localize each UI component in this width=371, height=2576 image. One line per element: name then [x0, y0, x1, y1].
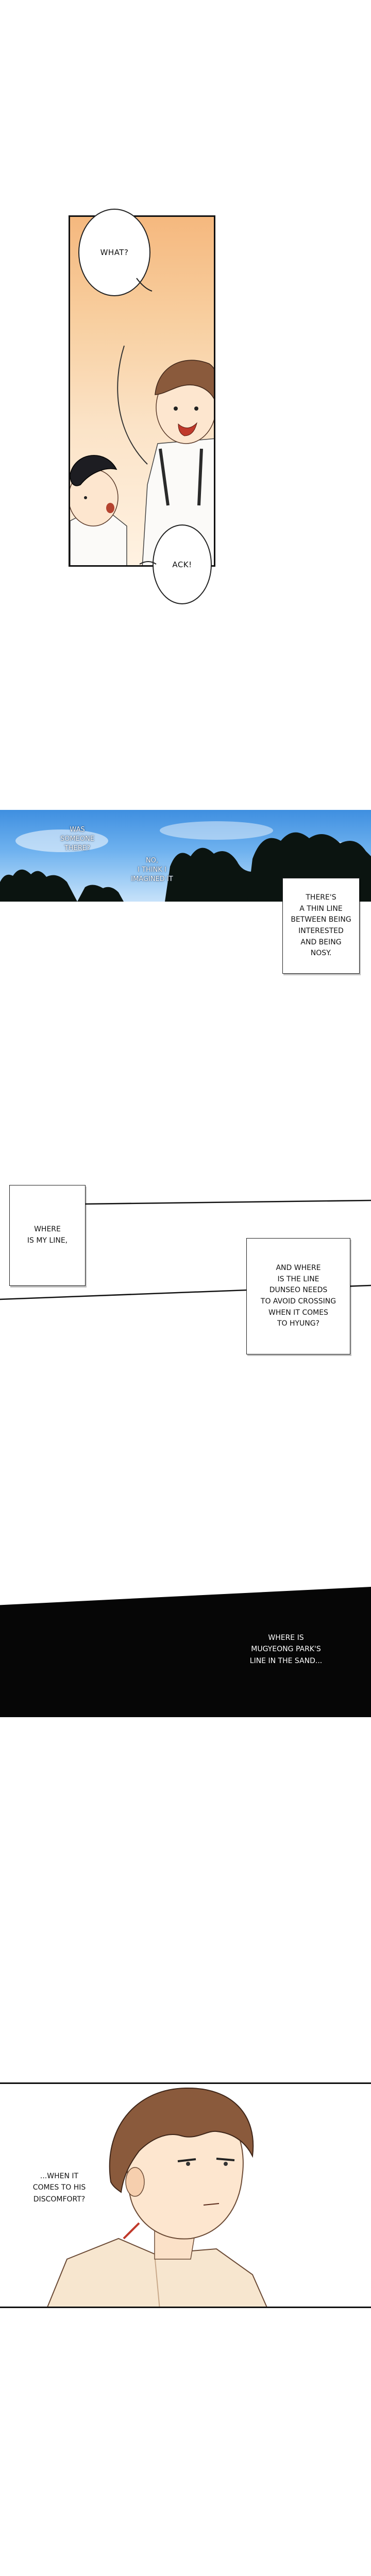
caption-thin-line-4: AND BEING: [300, 938, 342, 946]
caption-dunseo-0: AND WHERE: [276, 1263, 321, 1272]
caption-thin-line-2: BETWEEN BEING: [291, 916, 351, 924]
caption-discomfort: ...WHEN IT COMES TO HIS DISCOMFORT?: [21, 2171, 98, 2205]
caption-dunseo-5: TO HYUNG?: [277, 1319, 320, 1328]
panel-discomfort: ...WHEN IT COMES TO HIS DISCOMFORT?: [0, 2082, 371, 2308]
caption-thin-line-5: NOSY.: [310, 949, 332, 958]
character-closeup-illustration: [47, 2087, 267, 2307]
caption-dunseo-4: WHEN IT COMES: [268, 1308, 328, 1317]
bubble-tail: [139, 561, 157, 565]
speech-bubble-ack: ACK!: [153, 524, 212, 604]
speech-bubble-ack-text: ACK!: [172, 560, 192, 569]
discomfort-text-1: COMES TO HIS: [32, 2183, 86, 2192]
sky-line2-1: I THINK I: [138, 866, 166, 874]
character-dark-hair-boy: [70, 455, 127, 565]
speech-bubble-what: WHAT?: [78, 209, 150, 296]
sky-line-was-someone-there: WAS SOMEONE THERE?: [52, 825, 103, 854]
caption-dunseo-line: AND WHERE IS THE LINE DUNSEO NEEDS TO AV…: [246, 1238, 350, 1354]
dark-text-1: MUGYEONG PARK'S: [251, 1645, 321, 1654]
black-band-panel: [0, 1587, 371, 1717]
panel-what-illustration: [70, 345, 214, 565]
caption-dunseo-2: DUNSEO NEEDS: [269, 1286, 328, 1295]
character-tall-boy: [142, 360, 214, 565]
caption-dunseo-3: TO AVOID CROSSING: [260, 1297, 336, 1306]
dark-text-0: WHERE IS: [268, 1634, 304, 1642]
sky-line1-2: THERE?: [64, 844, 91, 853]
bubble-tail: [136, 278, 153, 292]
caption-where-1: IS MY LINE,: [27, 1236, 68, 1245]
dark-caption-sand: WHERE IS MUGYEONG PARK'S LINE IN THE SAN…: [229, 1632, 343, 1667]
sky-line2-2: IMAGINED IT: [131, 875, 173, 884]
speech-bubble-what-text: WHAT?: [100, 248, 129, 257]
caption-thin-line-1: A THIN LINE: [299, 904, 343, 913]
caption-thin-line: THERE'S A THIN LINE BETWEEN BEING INTERE…: [282, 878, 360, 974]
discomfort-text-2: DISCOMFORT?: [33, 2195, 86, 2204]
sky-line-imagined-it: NO, I THINK I IMAGINED IT: [121, 856, 183, 885]
caption-where-0: WHERE: [34, 1225, 61, 1234]
caption-thin-line-3: INTERESTED: [298, 927, 344, 935]
caption-dunseo-1: IS THE LINE: [277, 1275, 319, 1283]
discomfort-text-0: ...WHEN IT: [40, 2172, 79, 2180]
sky-line1-1: SOMEONE: [60, 835, 95, 843]
caption-where-my-line: WHERE IS MY LINE,: [9, 1185, 86, 1286]
sky-line2-0: NO,: [145, 857, 159, 865]
sky-line1-0: WAS: [70, 826, 85, 834]
caption-thin-line-0: THERE'S: [306, 893, 336, 902]
dark-text-2: LINE IN THE SAND...: [249, 1656, 323, 1665]
